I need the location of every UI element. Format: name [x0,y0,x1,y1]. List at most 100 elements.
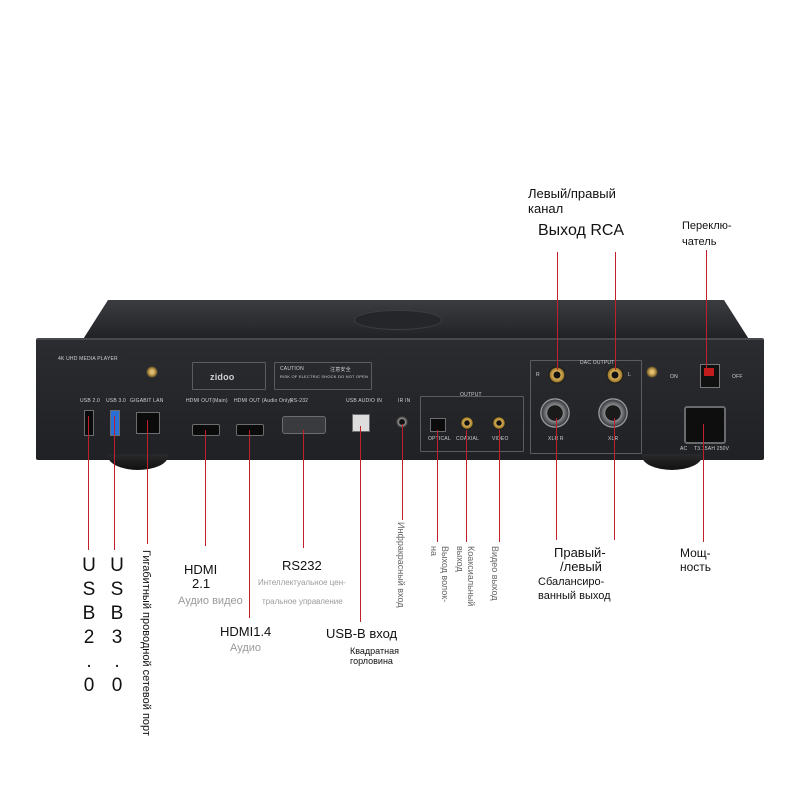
power-inlet [684,406,726,444]
fuse-tag: T3.15AH 250V [694,446,730,452]
callout-line-power [703,424,704,542]
callout-line-coaxial [466,430,467,542]
hdmi14-label: HDMI1.4 [220,624,272,639]
power-switch [700,364,720,388]
brand-plate [192,362,266,390]
xlr-label-2: /левый [560,559,602,574]
rs232-sublabel-1: Интеллектуальное цен- [258,578,346,587]
caution-title: CAUTION [280,366,304,372]
ir-in-tag: IR IN [398,398,411,404]
callout-line-hdmi14 [249,430,250,618]
switch-off-tag: OFF [732,374,743,380]
ir-in-jack [396,416,408,428]
callout-line-switch [706,250,707,368]
usbb-sublabel-1: Квадратная [350,646,399,656]
hdmi21-label: HDMI [184,562,218,577]
optical-tag: OPTICAL [428,436,451,442]
hdmi-main-tag: HDMI OUT(Main) [186,398,228,404]
caution-plate [274,362,372,390]
callout-line-lan [147,420,148,544]
callout-line-video [499,430,500,542]
callout-line-usb30 [114,416,115,550]
output-tag: OUTPUT [460,392,482,398]
left-foot [108,454,168,470]
wifi-antenna-left [146,366,158,378]
callout-line-rca-right [557,252,558,370]
callout-line-usb20 [88,416,89,550]
rs232-sublabel-2: тральное управление [262,597,343,606]
dac-r-tag: R [536,372,540,378]
caution-text: RISK OF ELECTRIC SHOCK DO NOT OPEN [280,374,369,379]
rca-left-jack [606,366,624,384]
video-jack [492,416,506,430]
callout-line-xlr-left [614,418,615,540]
lan-tag: GIGABIT LAN [130,398,164,404]
brand-logo: zidoo [210,372,235,382]
caution-cn: 注意安全 [330,367,351,373]
right-foot [642,454,702,470]
usb30-tag: USB 3.0 [106,398,127,404]
hdmi14-sublabel: Аудио [230,642,262,654]
xlr-r-tag: XLR R [548,436,564,442]
callout-line-hdmi21 [205,430,206,546]
hdmi21-sublabel: Аудио видео [178,595,243,607]
model-tag: 4K UHD MEDIA PLAYER [58,356,118,362]
callout-line-usbb [360,426,361,622]
dac-l-tag: L [628,372,631,378]
rs232-tag: RS-232 [290,398,309,404]
optical-label-1: Выход волок- [440,546,450,603]
xlr-left-jack [598,398,628,428]
coaxial-label-1: Коаксиальный [466,546,476,607]
video-label: Видео выход [490,546,500,601]
usb-b-port [352,414,370,432]
callout-line-ir [402,424,403,520]
optical-port [430,418,446,432]
ir-label: Инфракрасный вход [396,522,406,608]
switch-label: Переклю-чатель [682,220,732,248]
xlr-label-1: Правый- [554,545,606,560]
usb20-port [84,410,94,436]
wifi-antenna-right [646,366,658,378]
rs232-port [282,416,326,434]
usbb-sublabel-2: горловина [350,656,393,666]
hdmi14-port [236,424,264,436]
power-label-1: Мощ- [680,546,711,560]
usb30-port [110,410,120,436]
callout-line-rs232 [303,430,304,548]
lid-logo [354,310,442,330]
coaxial-label-2: выход [455,546,465,572]
output-group [420,396,524,452]
optical-label-2: на [429,546,439,556]
video-tag: VIDEO [492,436,509,442]
rca-right-jack [548,366,566,384]
lan-label: Гигабитный проводной сетевой порт [140,550,152,736]
callout-line-xlr-right [556,418,557,540]
usbb-label: USB-B вход [326,626,398,641]
switch-on-tag: ON [670,374,678,380]
callout-line-optical [437,430,438,542]
ac-tag: AC [680,446,688,452]
rca-output-label: Выход RCA [538,222,625,239]
rear-panel [36,338,764,460]
power-label-2: ность [680,560,712,574]
xlr-right-jack [540,398,570,428]
dac-output-group [530,360,642,454]
hdmi21-version: 2.1 [192,576,211,591]
xlr-label-4: ванный выход [538,590,611,602]
coaxial-tag: COAXIAL [456,436,480,442]
xlr-label-3: Сбалансиро- [538,576,605,588]
dac-output-tag: DAC OUTPUT [580,360,615,366]
callout-line-rca-left [615,252,616,370]
lan-port [136,412,160,434]
hdmi-audio-tag: HDMI OUT (Audio Only) [234,398,293,404]
rca-channel-label: Левый/правый канал [528,186,616,216]
xlr-l-tag: XLR [608,436,618,442]
usb20-tag: USB 2.0 [80,398,101,404]
coaxial-jack [460,416,474,430]
usb-audio-in-tag: USB AUDIO IN [346,398,383,404]
hdmi21-port [192,424,220,436]
rs232-label: RS232 [282,558,322,573]
